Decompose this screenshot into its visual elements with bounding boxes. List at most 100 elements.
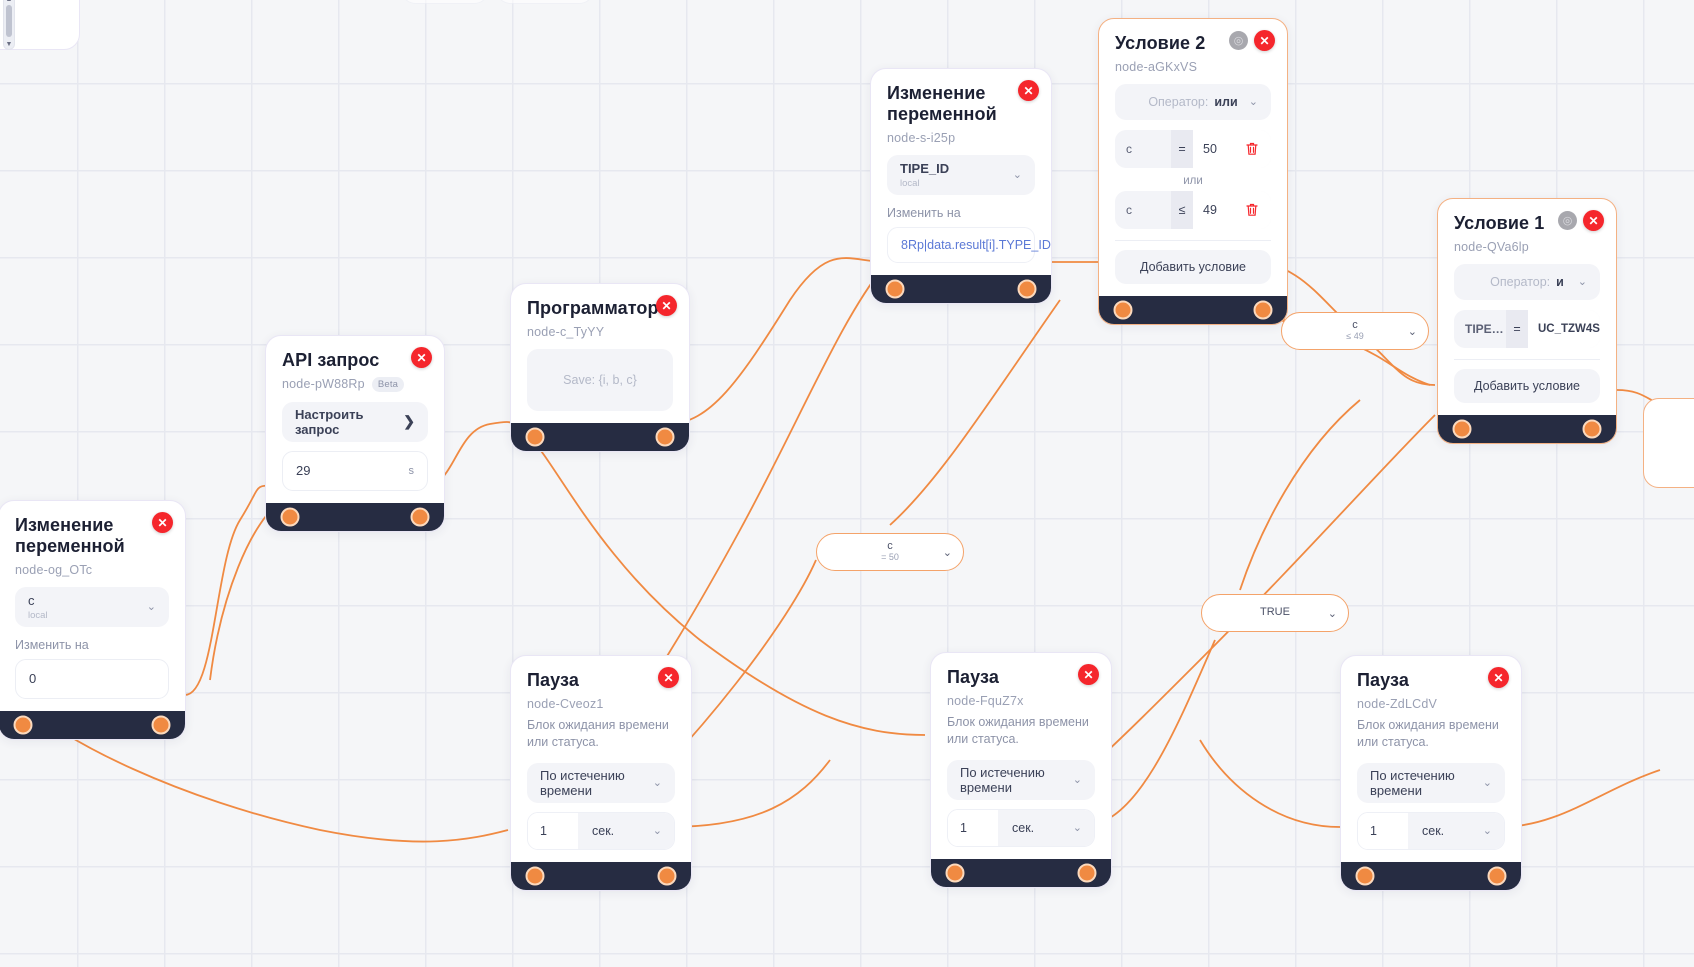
node-pause-3[interactable]: Пауза node-ZdLCdV Блок ожидания времени … <box>1340 655 1522 891</box>
edge-label-true[interactable]: TRUE ⌄ <box>1201 594 1349 632</box>
node-id: node-ZdLCdV <box>1357 697 1505 711</box>
scroll-up-cap[interactable]: ▲ <box>4 0 14 4</box>
close-icon[interactable]: ✕ <box>1254 30 1275 51</box>
variable-select[interactable]: TIPE_ID local ⌄ <box>887 154 1035 195</box>
chevron-down-icon: ⌄ <box>1482 825 1492 838</box>
close-icon[interactable]: ✕ <box>658 667 679 688</box>
node-pause-1[interactable]: Пауза node-Cveoz1 Блок ожидания времени … <box>510 655 692 891</box>
trash-icon[interactable] <box>1233 190 1271 229</box>
output-port[interactable] <box>1487 866 1507 886</box>
edge-label-line1: c <box>887 539 893 552</box>
mode-select[interactable]: По истечению времени ⌄ <box>527 762 675 803</box>
node-pause-2[interactable]: Пауза node-FquZ7x Блок ожидания времени … <box>930 652 1112 888</box>
input-port[interactable] <box>885 279 905 299</box>
input-port[interactable] <box>945 863 965 883</box>
trash-icon[interactable] <box>1233 129 1271 168</box>
close-icon[interactable]: ✕ <box>1583 210 1604 231</box>
condition-operator[interactable]: ≤ <box>1171 190 1193 229</box>
edge-label-c49[interactable]: c ≤ 49 ⌄ <box>1281 312 1429 350</box>
input-port[interactable] <box>1355 866 1375 886</box>
node-variable-change-left[interactable]: Изменение переменной node-og_OTc c local… <box>0 500 186 740</box>
change-to-label: Изменить на <box>15 637 89 652</box>
mode-value: По истечению времени <box>540 767 625 798</box>
operator-select[interactable]: Оператор: и ⌄ <box>1454 263 1600 300</box>
chevron-down-icon: ⌄ <box>1248 96 1258 109</box>
duration-row[interactable]: 1 сек. ⌄ <box>1357 811 1505 850</box>
close-icon[interactable]: ✕ <box>152 512 173 533</box>
output-port[interactable] <box>1017 279 1037 299</box>
condition-variable[interactable]: c <box>1126 202 1132 217</box>
input-port[interactable] <box>525 427 545 447</box>
input-port[interactable] <box>525 866 545 886</box>
edge-label-line1: TRUE <box>1260 606 1290 619</box>
duration-input[interactable]: 1 <box>528 812 578 849</box>
input-port[interactable] <box>1452 419 1472 439</box>
output-port[interactable] <box>410 507 430 527</box>
condition-row[interactable]: TIPE… = UC_TZW4S <box>1454 309 1600 348</box>
mode-select[interactable]: По истечению времени ⌄ <box>1357 762 1505 803</box>
output-port[interactable] <box>1253 300 1273 320</box>
output-port[interactable] <box>151 715 171 735</box>
close-icon[interactable]: ✕ <box>411 347 432 368</box>
node-description: Блок ожидания времени или статуса. <box>1357 717 1499 749</box>
node-id-text: node-QVa6lp <box>1454 239 1529 254</box>
info-icon[interactable]: ◎ <box>1558 211 1577 230</box>
condition-value[interactable]: 49 <box>1193 190 1233 229</box>
node-variable-change-top[interactable]: Изменение переменной node-s-i25p TIPE_ID… <box>870 68 1052 304</box>
duration-input[interactable]: 1 <box>948 809 998 846</box>
duration-unit-select[interactable]: сек. ⌄ <box>1408 812 1504 849</box>
output-port[interactable] <box>1582 419 1602 439</box>
scroll-down-cap[interactable]: ▼ <box>5 41 13 48</box>
duration-row[interactable]: 1 сек. ⌄ <box>527 811 675 850</box>
variable-select[interactable]: c local ⌄ <box>15 586 169 627</box>
panel-scrollbar[interactable]: ▲ ▼ <box>3 0 15 50</box>
condition-row[interactable]: c = 50 <box>1115 129 1271 168</box>
node-programmer[interactable]: Программатор node-c_TyYY Save: {i, b, c}… <box>510 283 690 452</box>
close-icon[interactable]: ✕ <box>1078 664 1099 685</box>
value-text: 8Rp|data.result[i].TYPE_ID}} <box>901 237 1052 252</box>
info-icon[interactable]: ◎ <box>1229 31 1248 50</box>
timeout-input[interactable]: 29 s <box>282 450 428 491</box>
output-port[interactable] <box>655 427 675 447</box>
node-condition-2[interactable]: Условие 2 node-aGKxVS Оператор: или ⌄ c … <box>1098 18 1288 325</box>
offscreen-node-top-a <box>400 0 490 4</box>
input-port[interactable] <box>1113 300 1133 320</box>
value-input[interactable]: 0 <box>15 658 169 699</box>
condition-variable[interactable]: TIPE… <box>1465 321 1504 336</box>
code-editor[interactable]: Save: {i, b, c} <box>527 348 673 411</box>
configure-request-button[interactable]: Настроить запрос ❯ <box>282 401 428 442</box>
duration-row[interactable]: 1 сек. ⌄ <box>947 808 1095 847</box>
close-icon[interactable]: ✕ <box>656 295 677 316</box>
operator-select[interactable]: Оператор: или ⌄ <box>1115 83 1271 120</box>
value-input[interactable]: 8Rp|data.result[i].TYPE_ID}} <box>887 226 1051 263</box>
condition-variable[interactable]: c <box>1126 141 1132 156</box>
node-api-request[interactable]: API запрос node-pW88Rp Beta Настроить за… <box>265 335 445 532</box>
condition-value[interactable]: 50 <box>1193 129 1233 168</box>
output-port[interactable] <box>657 866 677 886</box>
operator-label: Оператор: <box>1148 94 1209 109</box>
node-condition-1[interactable]: Условие 1 node-QVa6lp Оператор: и ⌄ TIPE… <box>1437 198 1617 444</box>
condition-value[interactable]: UC_TZW4S <box>1528 309 1600 348</box>
output-port[interactable] <box>1077 863 1097 883</box>
condition-operator[interactable]: = <box>1506 309 1528 348</box>
duration-input[interactable]: 1 <box>1358 812 1408 849</box>
close-icon[interactable]: ✕ <box>1018 80 1039 101</box>
node-footer <box>871 274 1051 303</box>
edge-label-c50[interactable]: c = 50 ⌄ <box>816 533 964 571</box>
input-port[interactable] <box>13 715 33 735</box>
mode-select[interactable]: По истечению времени ⌄ <box>947 759 1095 800</box>
scrollbar-thumb[interactable] <box>6 5 12 37</box>
add-condition-button[interactable]: Добавить условие <box>1454 368 1600 403</box>
condition-operator[interactable]: = <box>1171 129 1193 168</box>
input-port[interactable] <box>280 507 300 527</box>
close-icon[interactable]: ✕ <box>1488 667 1509 688</box>
node-footer <box>1341 861 1521 890</box>
configure-label: Настроить запрос <box>295 406 364 437</box>
node-id: node-c_TyYY <box>527 325 673 339</box>
add-condition-button[interactable]: Добавить условие <box>1115 249 1271 284</box>
operator-value: или <box>1214 94 1238 109</box>
duration-unit-select[interactable]: сек. ⌄ <box>578 812 674 849</box>
duration-unit-select[interactable]: сек. ⌄ <box>998 809 1094 846</box>
condition-row[interactable]: c ≤ 49 <box>1115 190 1271 229</box>
